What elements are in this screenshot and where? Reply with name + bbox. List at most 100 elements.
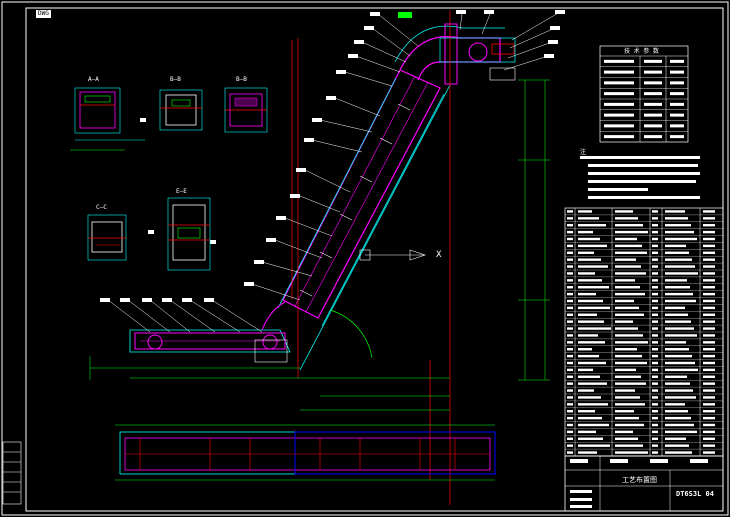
parts-cell-text — [615, 251, 647, 254]
parts-cell-text — [703, 237, 715, 241]
parts-cell-text — [703, 341, 715, 344]
parts-cell-text — [615, 272, 646, 275]
parts-cell-text — [665, 265, 695, 268]
parts-cell-text — [665, 320, 691, 323]
parts-cell-text — [615, 416, 639, 420]
parts-cell-text — [652, 230, 658, 234]
parts-cell-text — [652, 389, 658, 392]
parts-cell-text — [665, 334, 697, 337]
parts-cell-text — [567, 396, 573, 399]
parts-cell-text — [615, 258, 636, 261]
parts-cell-text — [578, 341, 605, 344]
parts-cell-text — [615, 396, 640, 399]
parts-cell-text — [578, 403, 608, 406]
parts-cell-text — [578, 299, 603, 303]
parts-cell-text — [665, 430, 697, 434]
parts-cell-text — [615, 244, 642, 248]
parameter-cell-text — [604, 102, 634, 106]
parts-cell-text — [567, 389, 573, 392]
parameter-table-title: 技 术 参 数 — [624, 48, 659, 55]
parts-cell-text — [615, 382, 646, 385]
parts-cell-text — [578, 217, 599, 220]
parts-cell-text — [652, 217, 658, 220]
parts-cell-text — [703, 306, 715, 310]
parts-cell-text — [703, 313, 715, 316]
parts-cell-text — [652, 396, 658, 399]
parameter-cell-text — [670, 70, 684, 74]
parts-cell-text — [703, 299, 715, 303]
parts-cell-text — [567, 244, 573, 248]
parts-cell-text — [665, 299, 696, 303]
center-lines — [291, 10, 451, 505]
parts-cell-text — [652, 272, 658, 275]
parts-cell-text — [567, 224, 573, 227]
parts-cell-text — [615, 230, 648, 234]
parts-cell-text — [578, 286, 609, 289]
parameter-cell-text — [644, 135, 662, 139]
parts-cell-text — [615, 341, 648, 344]
parts-cell-text — [665, 286, 690, 289]
parts-cell-text — [578, 306, 610, 310]
parts-cell-text — [567, 430, 573, 434]
parts-cell-text — [703, 334, 715, 337]
parts-cell-text — [567, 210, 573, 213]
parts-cell-text — [652, 451, 658, 454]
parts-cell-text — [665, 279, 687, 282]
parts-cell-text — [665, 244, 686, 248]
parts-cell-text — [703, 230, 715, 234]
parts-cell-text — [652, 430, 658, 434]
parts-cell-text — [665, 451, 692, 454]
parameter-cell-text — [644, 102, 662, 106]
parameter-cell-text — [644, 70, 662, 74]
section-view-a — [70, 87, 145, 151]
parts-list-rows — [565, 210, 723, 457]
parts-cell-text — [665, 306, 685, 310]
parts-cell-text — [665, 217, 688, 220]
parts-cell-text — [578, 265, 608, 268]
parts-cell-text — [652, 224, 658, 227]
parts-cell-text — [567, 382, 573, 385]
parts-cell-text — [578, 396, 601, 399]
parts-cell-text — [703, 423, 715, 427]
parts-cell-text — [703, 210, 715, 213]
parts-cell-text — [703, 354, 715, 358]
parameter-cell-text — [604, 81, 634, 85]
parts-cell-text — [703, 444, 715, 447]
parts-cell-text — [703, 437, 715, 440]
parameter-cell-text — [644, 81, 662, 85]
section-label-a: A—A — [88, 76, 99, 83]
parts-cell-text — [567, 320, 573, 323]
parts-cell-text — [615, 306, 639, 310]
parameter-cell-text — [644, 59, 662, 63]
parts-cell-text — [703, 375, 715, 378]
notes-title: 注 — [580, 149, 587, 156]
parts-cell-text — [615, 361, 647, 365]
parts-cell-text — [567, 265, 573, 268]
parts-cell-text — [652, 279, 658, 282]
parts-cell-text — [703, 320, 715, 323]
parameter-cell-text — [604, 124, 634, 128]
parts-cell-text — [615, 410, 634, 413]
parts-cell-text — [615, 437, 638, 440]
parts-cell-text — [665, 423, 694, 427]
parts-cell-text — [703, 251, 715, 254]
parameter-cell-text — [670, 102, 684, 106]
parts-cell-text — [703, 327, 715, 330]
parts-cell-text — [652, 437, 658, 440]
parts-cell-text — [665, 396, 696, 399]
parts-cell-text — [578, 354, 599, 358]
parts-cell-text — [567, 368, 573, 372]
section-label-b1: B—B — [170, 76, 181, 83]
leader-lines — [107, 11, 561, 333]
parts-cell-text — [703, 382, 715, 385]
title-block-name: 工艺布置图 — [622, 476, 657, 484]
parts-cell-text — [703, 292, 715, 296]
parts-cell-text — [703, 286, 715, 289]
parts-cell-text — [703, 403, 715, 406]
section-label-e: E—E — [176, 188, 187, 195]
parts-cell-text — [578, 430, 596, 434]
parts-cell-text — [578, 444, 610, 447]
parts-cell-text — [567, 258, 573, 261]
parts-cell-text — [665, 354, 692, 358]
parts-cell-text — [703, 224, 715, 227]
